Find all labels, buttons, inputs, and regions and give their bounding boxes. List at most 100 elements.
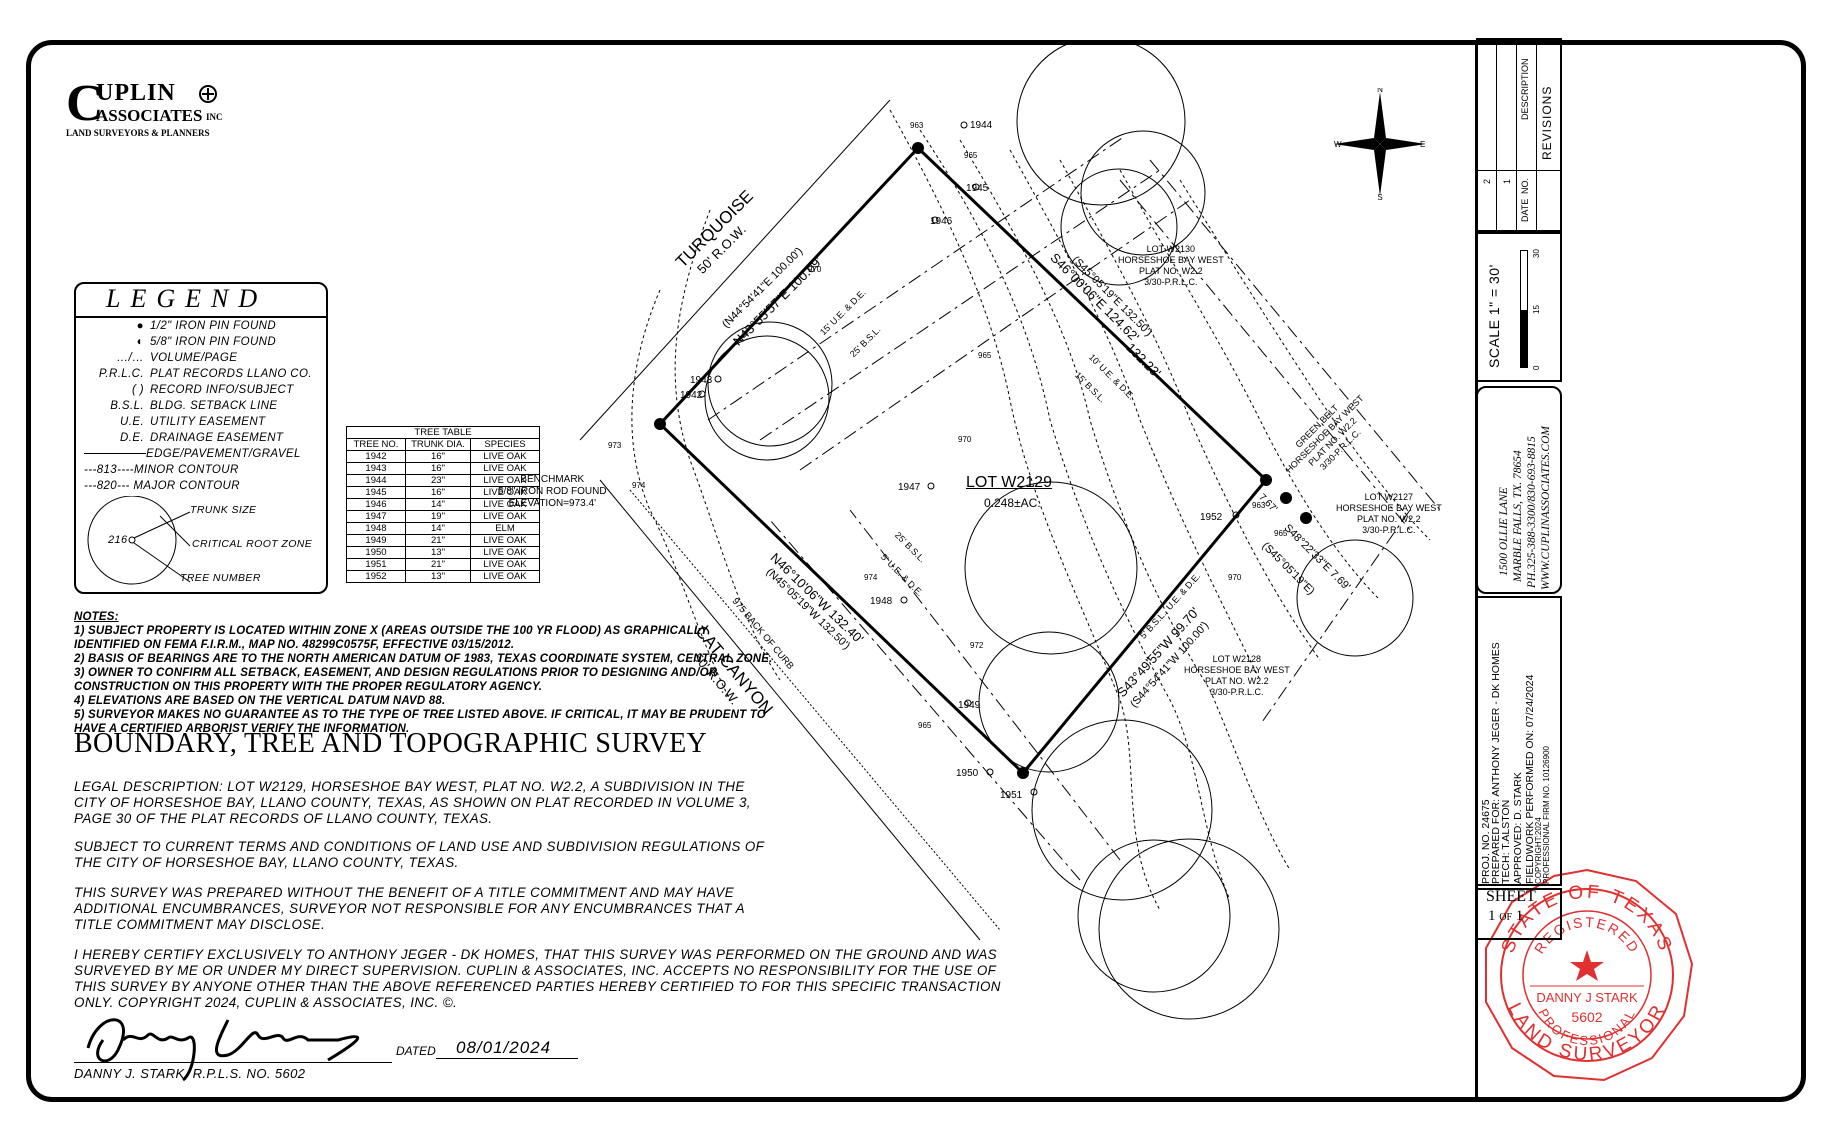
surveyor-signature-icon (86, 1018, 359, 1082)
date-line (436, 1058, 578, 1059)
north-arrow-icon: N S E W (1334, 88, 1426, 200)
sheet-total: 1 (1515, 908, 1524, 924)
tree-table-cell: 16" (405, 486, 471, 499)
tree-number-label: 1950 (956, 768, 979, 779)
legend-symbol: ◐ (136, 336, 144, 348)
legend-major-text: MAJOR CONTOUR (133, 480, 240, 492)
contour-label: 965 (1274, 529, 1288, 538)
firm-city: MARBLE FALLS, TX. 78654 (1512, 450, 1524, 582)
legend-edge-text: EDGE/PAVEMENT/GRAVEL (146, 448, 301, 460)
tree-table-header: TRUNK DIA. (405, 438, 471, 451)
firm-address: 1500 OLLIE LANE (1498, 487, 1510, 576)
notes-block: NOTES: 1) SUBJECT PROPERTY IS LOCATED WI… (74, 610, 774, 736)
legend-title: LEGEND (106, 284, 268, 313)
logo-initial: C (66, 75, 104, 132)
rev-header-date: DATE (1520, 198, 1530, 222)
legend-item: …/…VOLUME/PAGE (84, 352, 237, 364)
contour-label: 965 (918, 721, 932, 730)
firm-website: WWW.CUPLINASSOCIATES.COM (1540, 426, 1552, 590)
certify-line: I HEREBY CERTIFY EXCLUSIVELY TO ANTHONY … (74, 947, 997, 962)
contour-label: 965 (978, 351, 992, 360)
notes-heading: NOTES: (74, 611, 119, 623)
contour-label: 965 (964, 151, 978, 160)
plat-drawing: 1942194319441945194619471948194919501951… (579, 40, 1441, 1020)
rev-header-no: NO. (1520, 177, 1530, 194)
legend-text: DRAINAGE EASEMENT (150, 432, 284, 444)
certify-line: SURVEYED BY ME OR UNDER MY DIRECT SUPERV… (74, 963, 997, 978)
tree-table-cell: 1947 (346, 510, 406, 523)
lot-w2128-line: PLAT NO. W2.2 (1205, 676, 1269, 686)
contour-label: 970 (1228, 573, 1242, 582)
legend-box: LEGEND ●1/2" IRON PIN FOUND◐5/8" IRON PI… (74, 282, 328, 594)
legend-tree-symbol-icon (87, 496, 191, 585)
tree-table-cell: 23" (405, 474, 471, 487)
tree-canopies (704, 40, 1414, 1020)
logo-name-line1: UPLIN (96, 80, 176, 106)
rev-number-1: 1 (1502, 178, 1512, 184)
lot-w2130-line: 3/30-P.R.L.C. (1144, 277, 1198, 287)
firm-phone: PH.325-388-3300/830-693-8815 (1526, 436, 1538, 588)
legend-symbol: U.E. (120, 416, 144, 428)
note-line: 2) BASIS OF BEARINGS ARE TO THE NORTH AM… (74, 653, 773, 665)
note-line: 5) SURVEYOR MAKES NO GUARANTEE AS TO THE… (74, 709, 766, 721)
legend-item: B.S.L.BLDG. SETBACK LINE (84, 400, 277, 412)
project-info-cell (1476, 596, 1562, 886)
seal-number: 5602 (1571, 1009, 1602, 1025)
logo-inc: INC (206, 112, 223, 122)
signer-name: DANNY J. STARK, R.P.L.S. NO. 5602 (74, 1066, 306, 1081)
contour-label: 970 (808, 265, 822, 274)
tree-number-label: 1947 (898, 482, 921, 493)
legend-symbol: P.R.L.C. (98, 368, 144, 380)
sheet-number: 1 (1488, 908, 1496, 924)
legend-item: ( )RECORD INFO/SUBJECT (84, 384, 294, 396)
legend-major-contour: ---820--- MAJOR CONTOUR (84, 480, 240, 492)
tree-table-cell: 1948 (346, 522, 406, 535)
logo-name-line2: ASSOCIATES (96, 106, 203, 125)
tree-number-label: 1942 (680, 390, 703, 401)
rev-row-line (1476, 170, 1562, 171)
legend-text: 1/2" IRON PIN FOUND (150, 320, 277, 332)
legend-major-value: 820 (96, 480, 118, 492)
tree-table-cell: 1952 (346, 570, 406, 583)
rev-col-3 (1536, 40, 1537, 230)
tree-number-label: 1943 (690, 375, 713, 386)
tree-table-cell: 1942 (346, 450, 406, 463)
tree-table-cell: 1951 (346, 558, 406, 571)
legend-symbol: D.E. (120, 432, 144, 444)
legend-minor-text: MINOR CONTOUR (134, 464, 239, 476)
tree-table-cell: LIVE OAK (470, 546, 540, 559)
revisions-title: REVISIONS (1540, 85, 1554, 160)
rev-header-description: DESCRIPTION (1520, 58, 1530, 120)
legend-symbol: …/… (116, 352, 144, 364)
tree-number-label: 1951 (1000, 790, 1023, 801)
firm-address-cell (1476, 386, 1562, 594)
rev-col-2 (1516, 40, 1517, 230)
benchmark-line: BENCHMARK (520, 474, 585, 485)
legend-title-rule (76, 316, 326, 318)
note-line: 1) SUBJECT PROPERTY IS LOCATED WITHIN ZO… (74, 625, 709, 637)
tree-table-cell: 21" (405, 534, 471, 547)
lot-w2130-line: LOT W2130 (1146, 244, 1196, 254)
lot-w2130-line: HORSESHOE BAY WEST (1118, 255, 1224, 265)
east-label: E (1420, 140, 1425, 149)
note-line: 3) OWNER TO CONFIRM ALL SETBACK, EASEMEN… (74, 667, 718, 679)
legend-item: U.E.UTILITY EASEMENT (84, 416, 265, 428)
tree-table-cell: LIVE OAK (470, 510, 540, 523)
note-line: 4) ELEVATIONS ARE BASED ON THE VERTICAL … (74, 695, 446, 707)
tree-table-header: TREE NO. (346, 438, 406, 451)
lot-w2128-line: LOT W2128 (1212, 654, 1262, 664)
rev-col-1 (1496, 40, 1497, 230)
seal-star-icon (1570, 950, 1604, 981)
tree-number-label: 1946 (930, 216, 953, 227)
note-line: CONSTRUCTION ON THIS PROPERTY WITH THE P… (74, 681, 543, 693)
legend-trunk-size: TRUNK SIZE (190, 504, 257, 516)
lot-label: LOT W2129 (966, 474, 1052, 491)
contour-label: 972 (970, 641, 984, 650)
legal-description: LEGAL DESCRIPTION: LOT W2129, HORSESHOE … (74, 779, 1074, 827)
